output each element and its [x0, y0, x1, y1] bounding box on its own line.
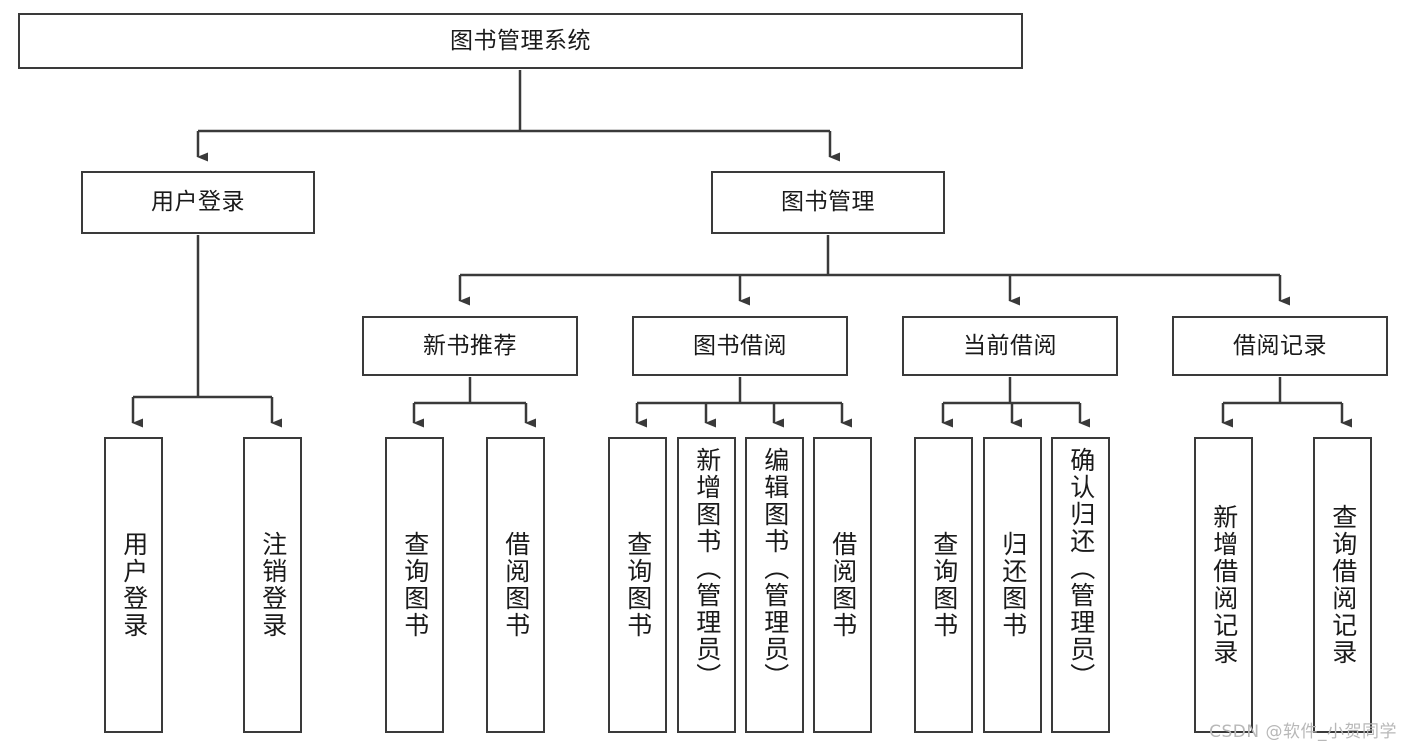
node-label: 借阅记录: [1233, 332, 1327, 359]
node-label: 编辑图书（管理员）: [760, 447, 790, 690]
node-label: 新增图书（管理员）: [692, 447, 722, 690]
leaf-current-confirm-return-admin[interactable]: 确认归还（管理员）: [1051, 437, 1110, 733]
node-label: 新增借阅记录: [1209, 504, 1239, 666]
leaf-recommend-borrow-book[interactable]: 借阅图书: [486, 437, 545, 733]
leaf-current-query-book[interactable]: 查询图书: [914, 437, 973, 733]
node-book-borrow[interactable]: 图书借阅: [632, 316, 848, 376]
node-label: 新书推荐: [423, 332, 517, 359]
node-label: 注销登录: [258, 531, 288, 639]
leaf-borrow-edit-book-admin[interactable]: 编辑图书（管理员）: [745, 437, 804, 733]
node-label: 借阅图书: [828, 531, 858, 639]
leaf-borrow-borrow-book[interactable]: 借阅图书: [813, 437, 872, 733]
leaf-recommend-query-book[interactable]: 查询图书: [385, 437, 444, 733]
node-label: 查询图书: [400, 531, 430, 639]
node-root-system[interactable]: 图书管理系统: [18, 13, 1023, 69]
node-label: 归还图书: [998, 531, 1028, 639]
node-label: 用户登录: [151, 189, 245, 216]
node-label: 图书管理系统: [450, 27, 591, 54]
node-user-login[interactable]: 用户登录: [81, 171, 315, 234]
node-current-borrow[interactable]: 当前借阅: [902, 316, 1118, 376]
leaf-borrow-query-book[interactable]: 查询图书: [608, 437, 667, 733]
node-label: 查询图书: [929, 531, 959, 639]
leaf-user-login-signin[interactable]: 用户登录: [104, 437, 163, 733]
node-book-management[interactable]: 图书管理: [711, 171, 945, 234]
leaf-record-query-record[interactable]: 查询借阅记录: [1313, 437, 1372, 733]
node-label: 图书借阅: [693, 332, 787, 359]
node-label: 确认归还（管理员）: [1066, 447, 1096, 690]
node-new-book-recommend[interactable]: 新书推荐: [362, 316, 578, 376]
node-borrow-record[interactable]: 借阅记录: [1172, 316, 1388, 376]
watermark-text: CSDN @软件_小贺同学: [1209, 722, 1397, 742]
node-label: 查询图书: [623, 531, 653, 639]
node-label: 借阅图书: [501, 531, 531, 639]
node-label: 用户登录: [119, 531, 149, 639]
node-label: 图书管理: [781, 189, 875, 216]
leaf-borrow-add-book-admin[interactable]: 新增图书（管理员）: [677, 437, 736, 733]
leaf-current-return-book[interactable]: 归还图书: [983, 437, 1042, 733]
node-label: 查询借阅记录: [1328, 504, 1358, 666]
leaf-user-login-signout[interactable]: 注销登录: [243, 437, 302, 733]
node-label: 当前借阅: [963, 332, 1057, 359]
leaf-record-add-record[interactable]: 新增借阅记录: [1194, 437, 1253, 733]
